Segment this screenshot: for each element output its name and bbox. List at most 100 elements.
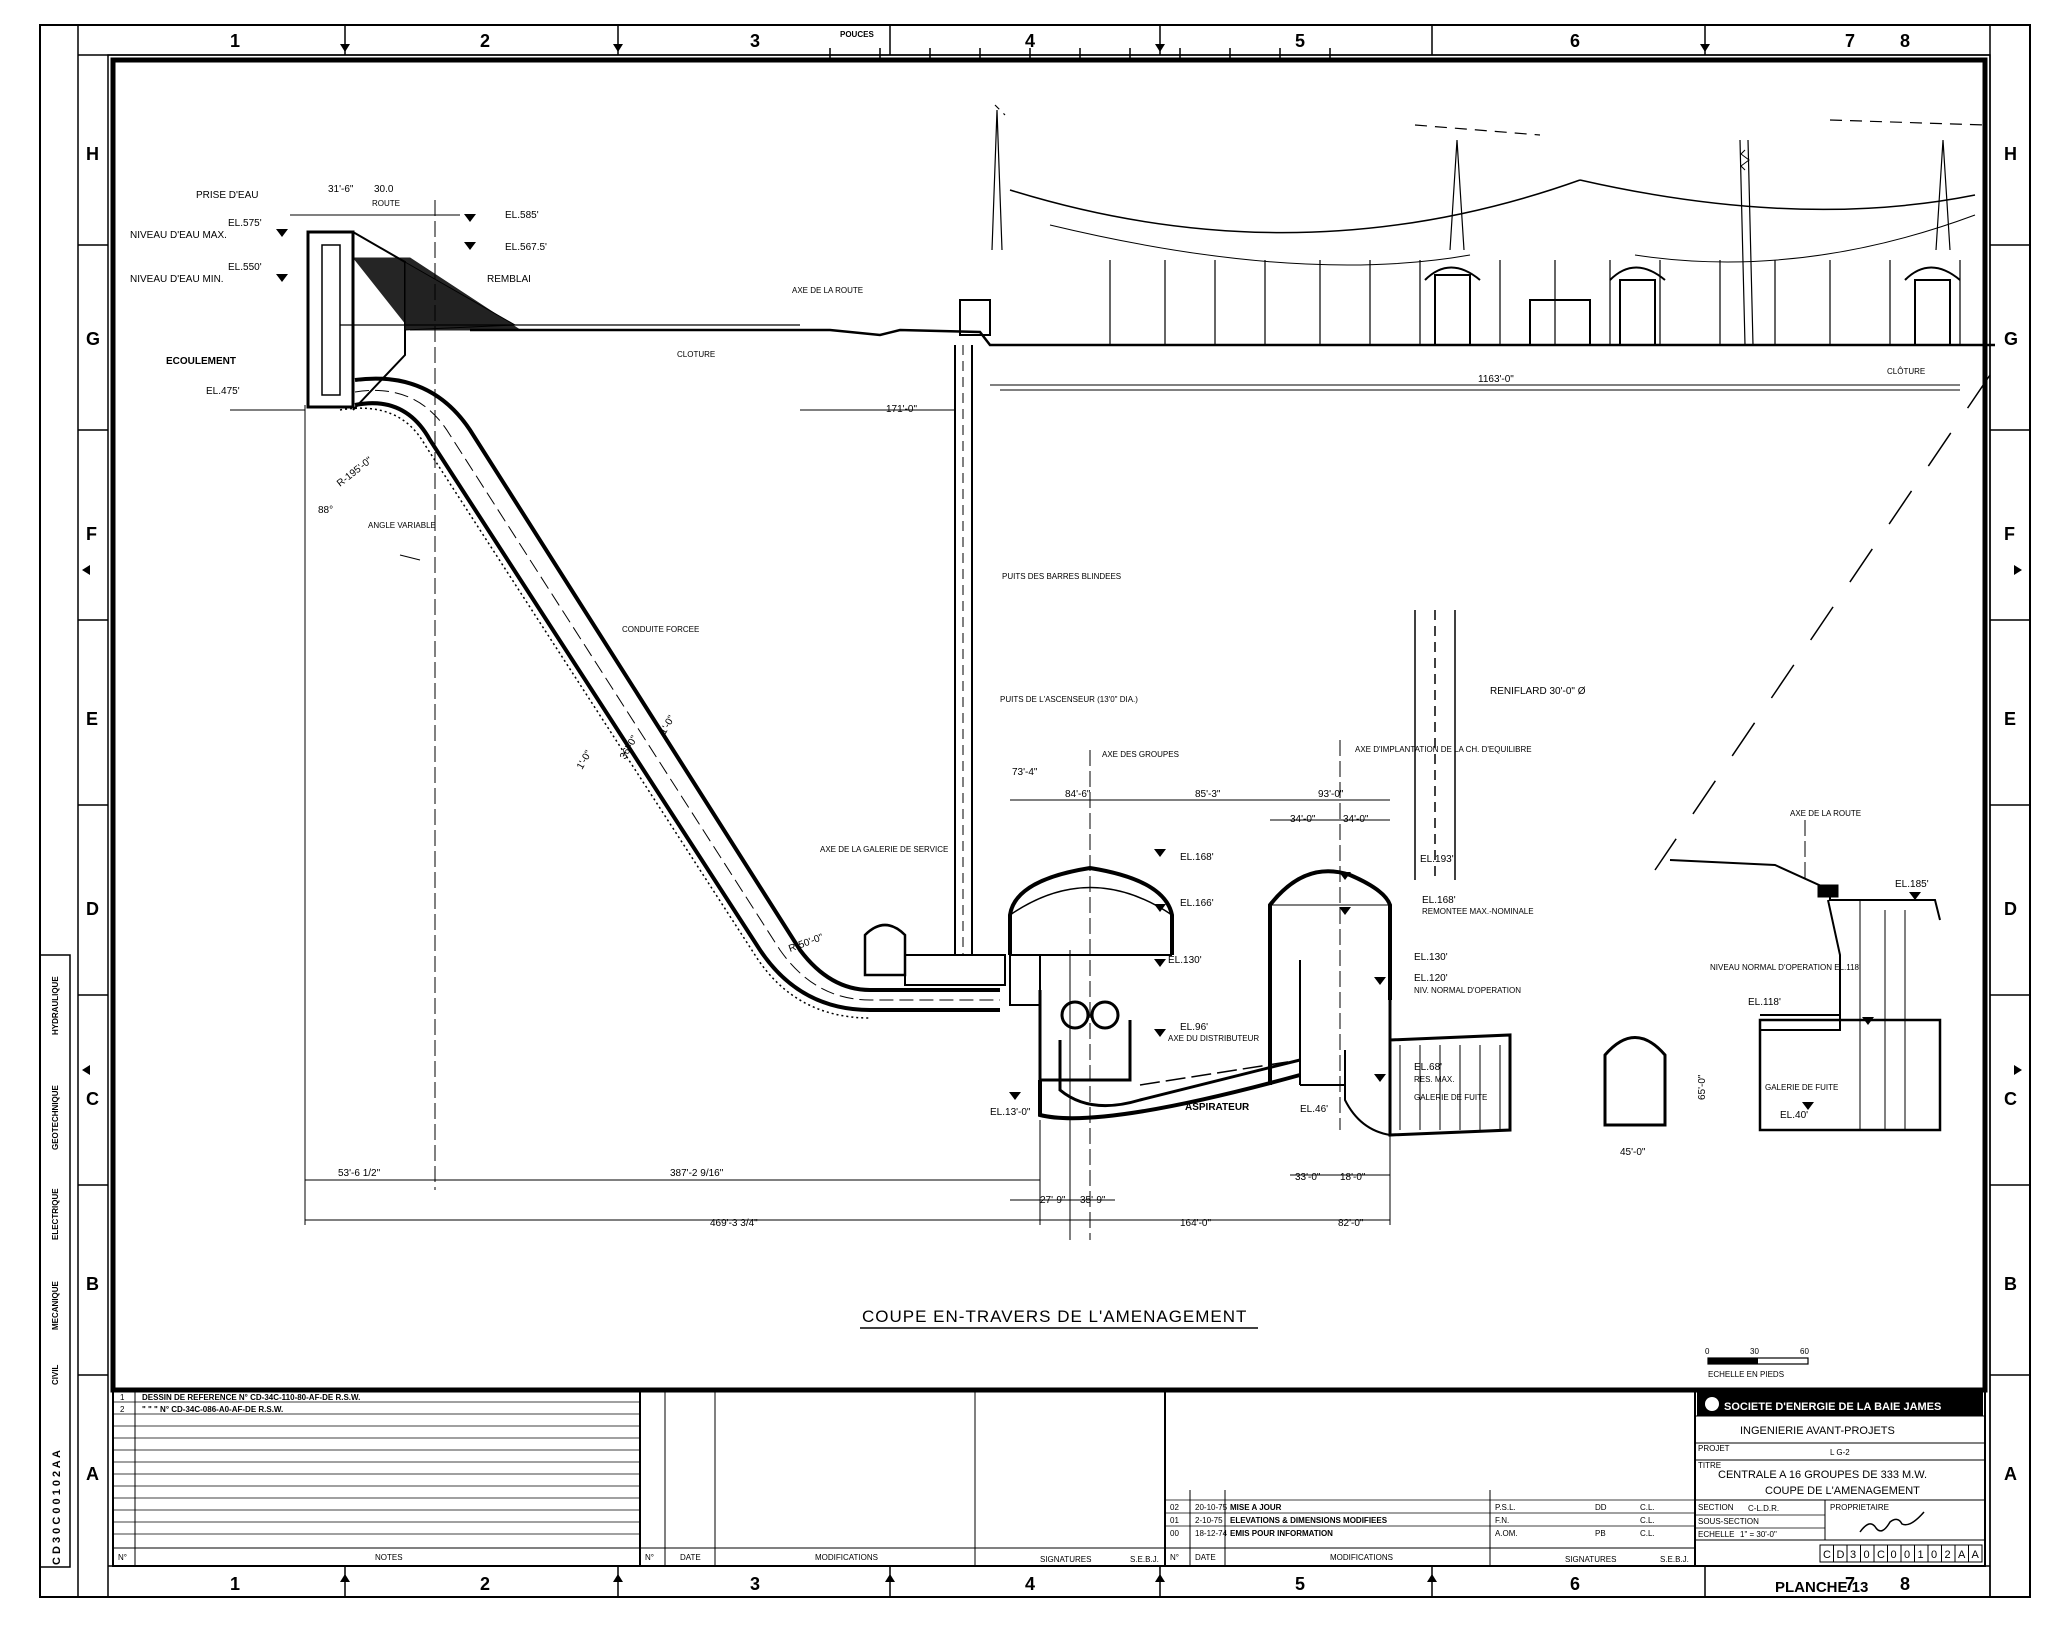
grid-col-top-5: 5 [1295,31,1305,51]
rev-org: S.E.B.J. [1660,1555,1689,1564]
label-el-567: EL.567.5' [505,242,547,253]
scale-bar: 0 30 60 ECHELLE EN PIEDS [1705,1347,1809,1379]
label-galerie-fuite: GALERIE DE FUITE [1414,1093,1487,1102]
label-niveau-min: NIVEAU D'EAU MIN. [130,274,224,285]
label-axe-route: AXE DE LA ROUTE [792,286,863,295]
scale-tick-0: 0 [1705,1347,1710,1356]
grid-col-top-8: 8 [1900,31,1910,51]
label-el-130: EL.130' [1168,955,1202,966]
label-axe-groupes: AXE DES GROUPES [1102,750,1179,759]
grid-row-left-D: D [86,899,99,919]
side-strip: HYDRAULIQUEGEOTECHNIQUEELECTRIQUEMECANIQ… [39,954,71,1568]
label-dim-34-0b: 34'-0" [1343,814,1369,825]
label-conduite-forcee: CONDUITE FORCEE [622,625,699,634]
grid-col-top-2: 2 [480,31,490,51]
note-2-no: 2 [120,1405,125,1414]
rev-row-1-a: C.L. [1640,1503,1655,1512]
label-el-13: EL.13'-0" [990,1107,1031,1118]
label-reniflard: RENIFLARD 30'-0" Ø [1490,686,1586,697]
title-titre-2: COUPE DE L'AMENAGEMENT [1765,1485,1920,1497]
grid-col-top-1: 1 [230,31,240,51]
label-prise-deau: PRISE D'EAU [196,190,258,201]
title-echelle-label: ECHELLE [1698,1530,1734,1539]
grid-col-top-3: 3 [750,31,760,51]
label-el-40: EL.40' [1780,1110,1808,1121]
label-el-585: EL.585' [505,210,539,221]
label-dim-171: 171'-0" [886,404,917,415]
label-dim-85-3: 85'-3" [1195,789,1221,800]
inch-scale-label: POUCES [840,30,874,39]
grid-row-right-E: E [2004,709,2016,729]
title-section-value: C-L.D.R. [1748,1504,1779,1513]
insulators [1109,260,1961,345]
tower [991,109,1951,251]
discipline-labels: HYDRAULIQUEGEOTECHNIQUEELECTRIQUEMECANIQ… [51,976,60,1385]
drawing-number-char: A [1972,1549,1980,1561]
grid-col-top-6: 6 [1570,31,1580,51]
title-sous-section: SOUS-SECTION [1698,1517,1759,1526]
title-department: INGENIERIE AVANT-PROJETS [1740,1425,1895,1437]
notes-col-no: N° [118,1553,127,1562]
label-dim-65: 65'-0" [1697,1074,1708,1100]
grid-row-ticks [78,244,2030,1376]
grid-row-right-C: C [2004,1089,2017,1109]
label-galerie-fuite2: GALERIE DE FUITE [1765,1083,1838,1092]
rev-row-1-mod: MISE A JOUR [1230,1503,1282,1512]
grid-col-bottom-5: 5 [1295,1574,1305,1594]
scale-tick-30: 30 [1750,1347,1759,1356]
section-drawing [230,104,1995,1240]
label-res-max: RES. MAX. [1414,1075,1454,1084]
label-r-195: R-195'-0" [335,455,375,490]
grid-col-bottom-1: 1 [230,1574,240,1594]
drawing-number-char: C [1823,1549,1831,1561]
dimension-lines [304,200,1960,1240]
label-angle-88: 88° [318,505,333,516]
switchyard [959,104,1986,346]
reniflard [1414,610,1456,880]
label-el-575: EL.575' [228,218,262,229]
rev-left-col-date: DATE [680,1553,701,1562]
rev-row-3-p: PB [1595,1529,1606,1538]
title-projet-label: PROJET [1698,1444,1730,1453]
grid-col-bottom-7: 7 [1845,1574,1855,1594]
rev-col-date: DATE [1195,1553,1216,1562]
rev-row-3-no: 00 [1170,1529,1179,1538]
shafts [954,345,973,955]
title-block: SOCIETE D'ENERGIE DE LA BAIE JAMES INGEN… [1694,1389,1986,1596]
discipline-geotechnique: GEOTECHNIQUE [51,1084,60,1150]
rev-col-no: N° [1170,1553,1179,1562]
grid-row-right-B: B [2004,1274,2017,1294]
ground-lines [230,328,1995,411]
label-el-193: EL.193' [1420,854,1454,865]
label-el-130b: EL.130' [1414,952,1448,963]
label-puits-barres: PUITS DES BARRES BLINDEES [1002,572,1121,581]
drawing-labels: PRISE D'EAU 31'-6" 30.0 ROUTE EL.575' NI… [130,184,1929,1229]
title-titre-1: CENTRALE A 16 GROUPES DE 333 M.W. [1718,1469,1927,1481]
revisions-table: 02 20-10-75 MISE A JOUR P.S.L. DD C.L. 0… [1164,1389,1696,1567]
scale-label: ECHELLE EN PIEDS [1708,1370,1784,1379]
outlet-structure [1669,859,1942,1132]
grid-col-bottom-6: 6 [1570,1574,1580,1594]
breakers [959,266,1961,346]
label-dim-469: 469'-3 3/4" [710,1218,758,1229]
drawing-number-char: 2 [1945,1549,1951,1561]
powerhouse [1008,865,1301,1121]
service-gallery [863,923,1006,986]
rev-left-col-no: N° [645,1553,654,1562]
grid-col-top-7: 7 [1845,31,1855,51]
label-dim-30-0: 30.0 [374,184,394,195]
grid-col-top-4: 4 [1025,31,1035,51]
drawing-number-char: 0 [1891,1549,1897,1561]
label-el-168: EL.168' [1180,852,1214,863]
rev-row-3-mod: EMIS POUR INFORMATION [1230,1529,1333,1538]
drawing-title: COUPE EN-TRAVERS DE L'AMENAGEMENT [862,1307,1247,1326]
notes-col-notes: NOTES [375,1553,403,1562]
label-remblai: REMBLAI [487,274,531,285]
rev-row-3-d: A.OM. [1495,1529,1518,1538]
title-section-label: SECTION [1698,1503,1734,1512]
grid-row-right-A: A [2004,1464,2017,1484]
rev-row-1-d: P.S.L. [1495,1503,1516,1512]
title-proprietaire: PROPRIETAIRE [1830,1503,1889,1512]
